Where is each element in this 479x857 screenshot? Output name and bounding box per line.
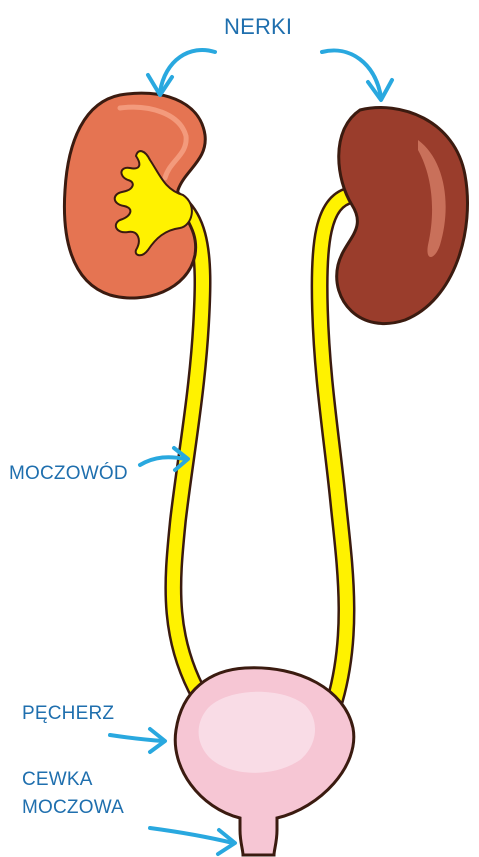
kidneys-label: NERKI — [224, 14, 292, 40]
arrow-to-urethra — [150, 828, 235, 854]
urethra-label-line2: MOCZOWA — [22, 797, 124, 819]
right-kidney — [337, 108, 468, 324]
urethra-label-line1: CEWKA — [22, 769, 93, 791]
arrow-to-left-kidney — [148, 50, 215, 95]
bladder-label: PĘCHERZ — [22, 703, 114, 725]
arrow-to-bladder — [110, 729, 165, 752]
bladder — [175, 668, 354, 855]
arrow-to-ureter — [140, 448, 188, 470]
left-kidney — [64, 93, 205, 298]
ureter-label: MOCZOWÓD — [9, 463, 128, 485]
arrow-to-right-kidney — [322, 51, 392, 100]
